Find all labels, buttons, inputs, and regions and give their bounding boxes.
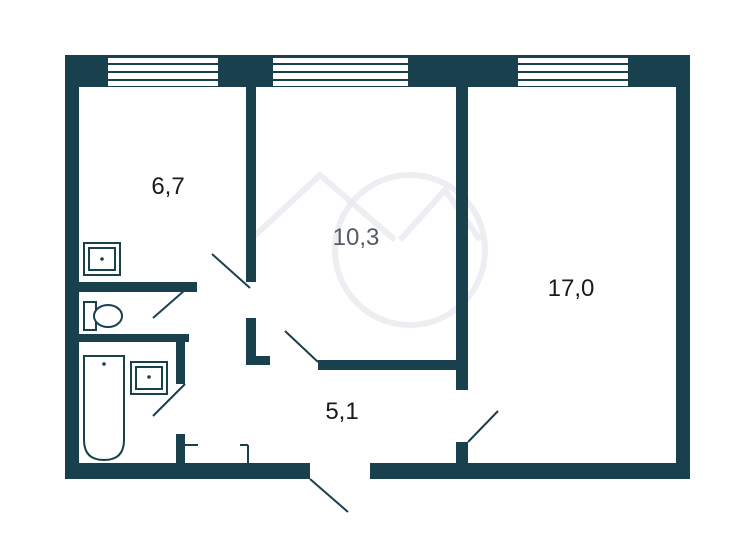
window-icon	[273, 58, 408, 86]
living-room-area-label: 17,0	[548, 275, 595, 302]
hallway-area-label: 5,1	[325, 398, 358, 425]
kitchen-area-label: 6,7	[151, 173, 184, 200]
watermark-logo	[247, 170, 488, 328]
sink-icon	[83, 242, 121, 276]
window-icon	[518, 58, 628, 86]
bedroom-area-label: 10,3	[333, 224, 380, 251]
door-swings	[152, 253, 499, 513]
bathtub-icon	[83, 355, 125, 462]
interior-walls	[79, 87, 468, 463]
toilet-icon	[83, 301, 123, 331]
window-icon	[108, 58, 218, 86]
outer-walls	[65, 55, 690, 479]
washbasin-icon	[130, 361, 168, 395]
